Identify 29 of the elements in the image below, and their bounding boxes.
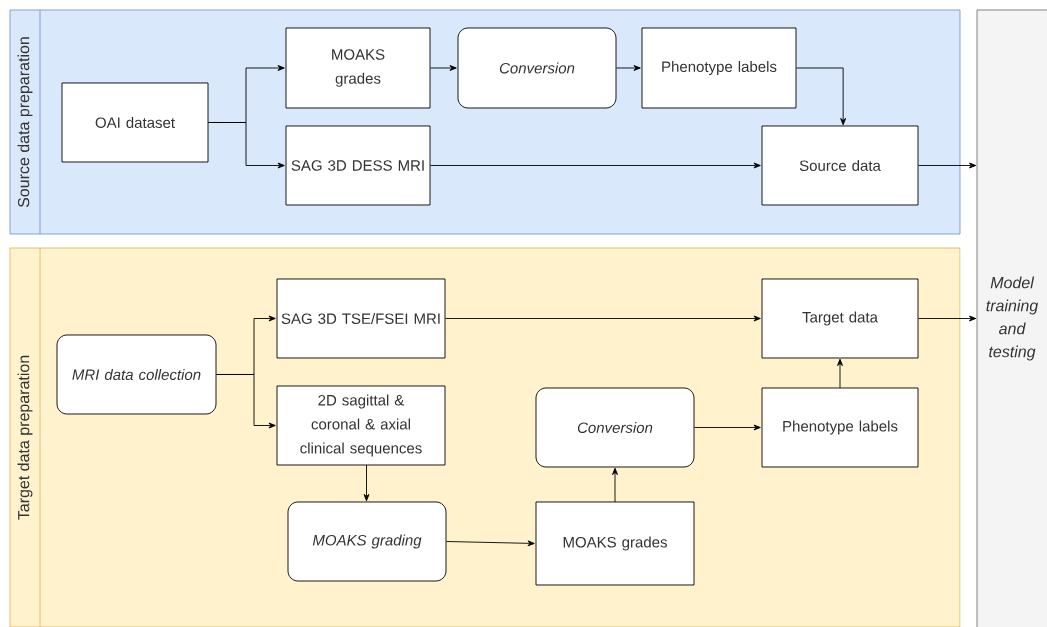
process-box: Source data (761, 125, 919, 206)
arrow (216, 374, 276, 429)
arrow (430, 162, 761, 169)
arrow (837, 358, 843, 389)
arrow (446, 540, 535, 547)
process-box: OAI dataset (61, 82, 209, 163)
process-box: 2D sagittal & coronal & axial clinical sequences (276, 385, 446, 466)
arrow (796, 67, 847, 126)
process-box: MOAKS grades (285, 27, 431, 109)
process-column: Model training and testing (976, 9, 1047, 627)
rounded-process-box: MOAKS grading (287, 501, 447, 582)
arrow (363, 464, 370, 502)
arrow (612, 467, 618, 503)
rounded-process-box: Conversion (535, 387, 695, 468)
process-box: SAG 3D TSE/FSEI MRI (276, 278, 446, 359)
process-box: MOAKS grades (535, 501, 695, 586)
arrow (445, 315, 761, 322)
process-box: Phenotype labels (641, 27, 797, 109)
arrow (430, 65, 457, 71)
arrow (208, 122, 285, 169)
arrow (918, 315, 977, 322)
rounded-process-box: Conversion (457, 27, 617, 109)
arrow (694, 424, 761, 431)
process-box: Phenotype labels (761, 387, 919, 468)
rounded-process-box: MRI data collection (56, 334, 217, 415)
arrow (616, 65, 641, 71)
arrow (918, 162, 977, 169)
process-box: SAG 3D DESS MRI (285, 125, 431, 206)
process-box: Target data (761, 278, 919, 359)
